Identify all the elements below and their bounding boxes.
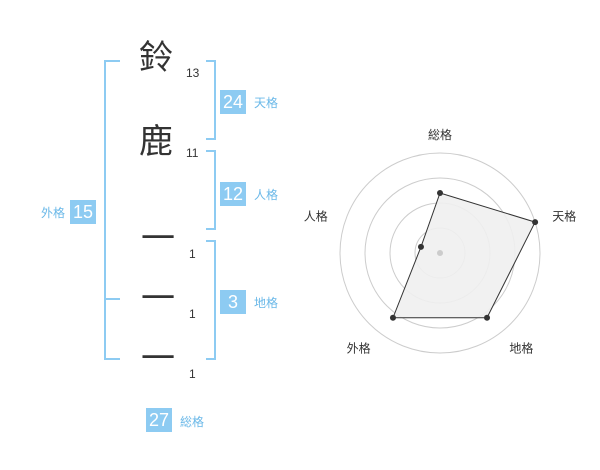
tenkaku-label: 天格 xyxy=(254,96,279,110)
stroke-count-3: 1 xyxy=(189,247,196,261)
radar-axis-label-1: 総格 xyxy=(428,127,452,142)
radar-point-4 xyxy=(389,314,396,321)
name-char-1: 鈴 xyxy=(139,38,173,78)
jinkaku-label: 人格 xyxy=(254,188,279,202)
radar-point-5 xyxy=(417,243,424,250)
gaikaku-value-badge: 15 xyxy=(70,200,97,224)
gaikaku-label: 外格 xyxy=(41,206,66,220)
radar-center-dot xyxy=(437,250,443,256)
stroke-count-2: 11 xyxy=(186,146,199,160)
tenkaku-value-badge: 24 xyxy=(220,90,247,114)
stroke-count-4: 1 xyxy=(189,307,196,321)
radar-axis-label-5: 人格 xyxy=(304,209,328,224)
stroke-count-5: 1 xyxy=(189,367,196,381)
radar-axis-label-4: 外格 xyxy=(347,340,371,355)
radar-point-2 xyxy=(532,219,539,226)
soukaku-value-badge: 27 xyxy=(146,408,173,432)
soukaku-label: 総格 xyxy=(180,415,205,429)
radar-point-3 xyxy=(484,314,491,321)
name-char-5: 一 xyxy=(141,339,175,379)
name-char-3: 一 xyxy=(141,219,175,259)
radar-axis-label-2: 天格 xyxy=(552,209,576,224)
name-char-4: 一 xyxy=(141,279,175,319)
jinkaku-value-badge: 12 xyxy=(220,182,247,206)
radar-point-1 xyxy=(437,190,443,196)
chikaku-value-badge: 3 xyxy=(220,290,246,314)
stroke-count-1: 13 xyxy=(186,66,200,80)
radar-axis-label-3: 地格 xyxy=(509,340,533,355)
chikaku-label: 地格 xyxy=(254,296,279,310)
radar-series-area xyxy=(392,192,536,319)
radar-grid-ring xyxy=(339,152,541,354)
name-char-2: 鹿 xyxy=(139,122,173,162)
